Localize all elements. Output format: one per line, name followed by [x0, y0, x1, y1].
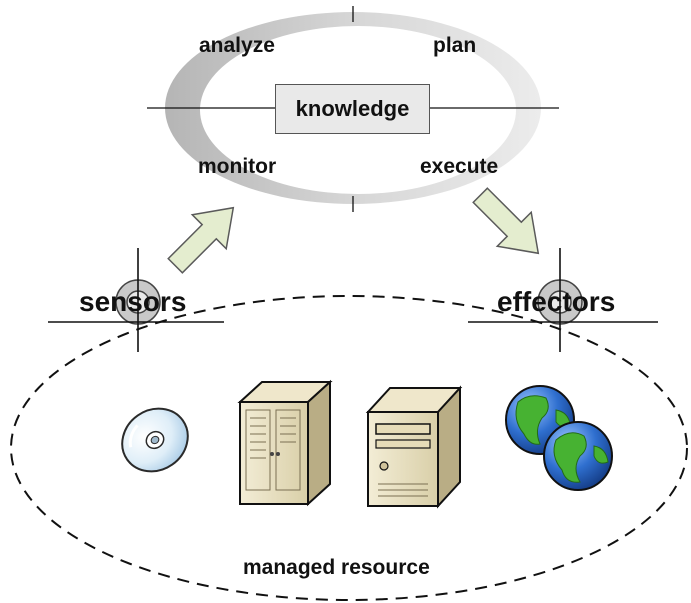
- managed-resource-label: managed resource: [243, 556, 430, 579]
- server-tower-icon: [237, 379, 333, 507]
- analyze-label: analyze: [199, 34, 275, 57]
- effectors-label: effectors: [497, 286, 616, 317]
- desktop-tower-icon: [365, 385, 463, 509]
- sensor-touchpoint: [48, 248, 224, 352]
- monitor-label: monitor: [198, 155, 277, 178]
- plan-label: plan: [433, 34, 477, 57]
- managed-resource-boundary: [10, 295, 688, 601]
- monitor-arrow-icon: [167, 206, 235, 274]
- knowledge-box: knowledge: [275, 84, 430, 134]
- globe-icon: [543, 421, 613, 491]
- execute-arrow-icon: [472, 187, 540, 255]
- cd-disc-icon: [121, 407, 189, 473]
- execute-label: execute: [420, 155, 499, 178]
- effector-touchpoint: [468, 248, 658, 352]
- knowledge-label: knowledge: [295, 96, 410, 121]
- sensors-label: sensors: [79, 286, 187, 317]
